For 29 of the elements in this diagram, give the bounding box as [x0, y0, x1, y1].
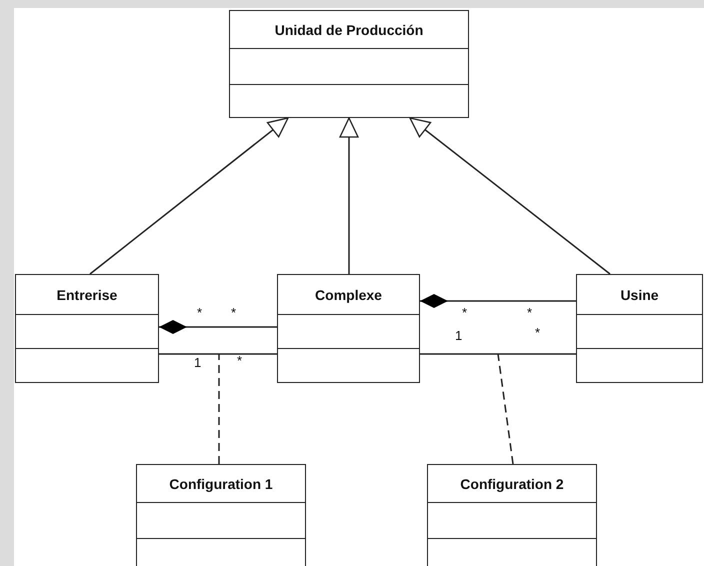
class-box: [576, 274, 703, 383]
class-box: [277, 274, 420, 383]
class-name: Complexe: [278, 275, 419, 315]
dashed-line: [497, 354, 514, 464]
class-box: [136, 464, 306, 566]
association-line: [159, 353, 277, 355]
multiplicity: 1: [194, 356, 202, 369]
multiplicity: *: [231, 306, 236, 319]
multiplicity: *: [535, 326, 540, 339]
class-name: Usine: [577, 275, 702, 315]
multiplicity: 1: [455, 329, 462, 342]
class-name: Unidad de Producción: [230, 11, 468, 49]
multiplicity: *: [197, 306, 202, 319]
class-name: Configuration 1: [137, 465, 305, 503]
composition-line: [420, 294, 576, 308]
class-box: [229, 10, 469, 118]
dashed-line: [218, 354, 220, 464]
association-line: [420, 353, 576, 355]
multiplicity: *: [462, 306, 468, 319]
multiplicity: *: [527, 306, 532, 319]
composition-line: [159, 320, 277, 334]
multiplicity: *: [237, 354, 242, 367]
class-name: Entrerise: [16, 275, 158, 315]
class-name: Configuration 2: [428, 465, 596, 503]
class-box: [427, 464, 597, 566]
class-box: [15, 274, 159, 383]
generalization-arrow: [90, 117, 289, 275]
generalization-arrow: [339, 117, 359, 274]
generalization-arrow: [409, 117, 610, 275]
